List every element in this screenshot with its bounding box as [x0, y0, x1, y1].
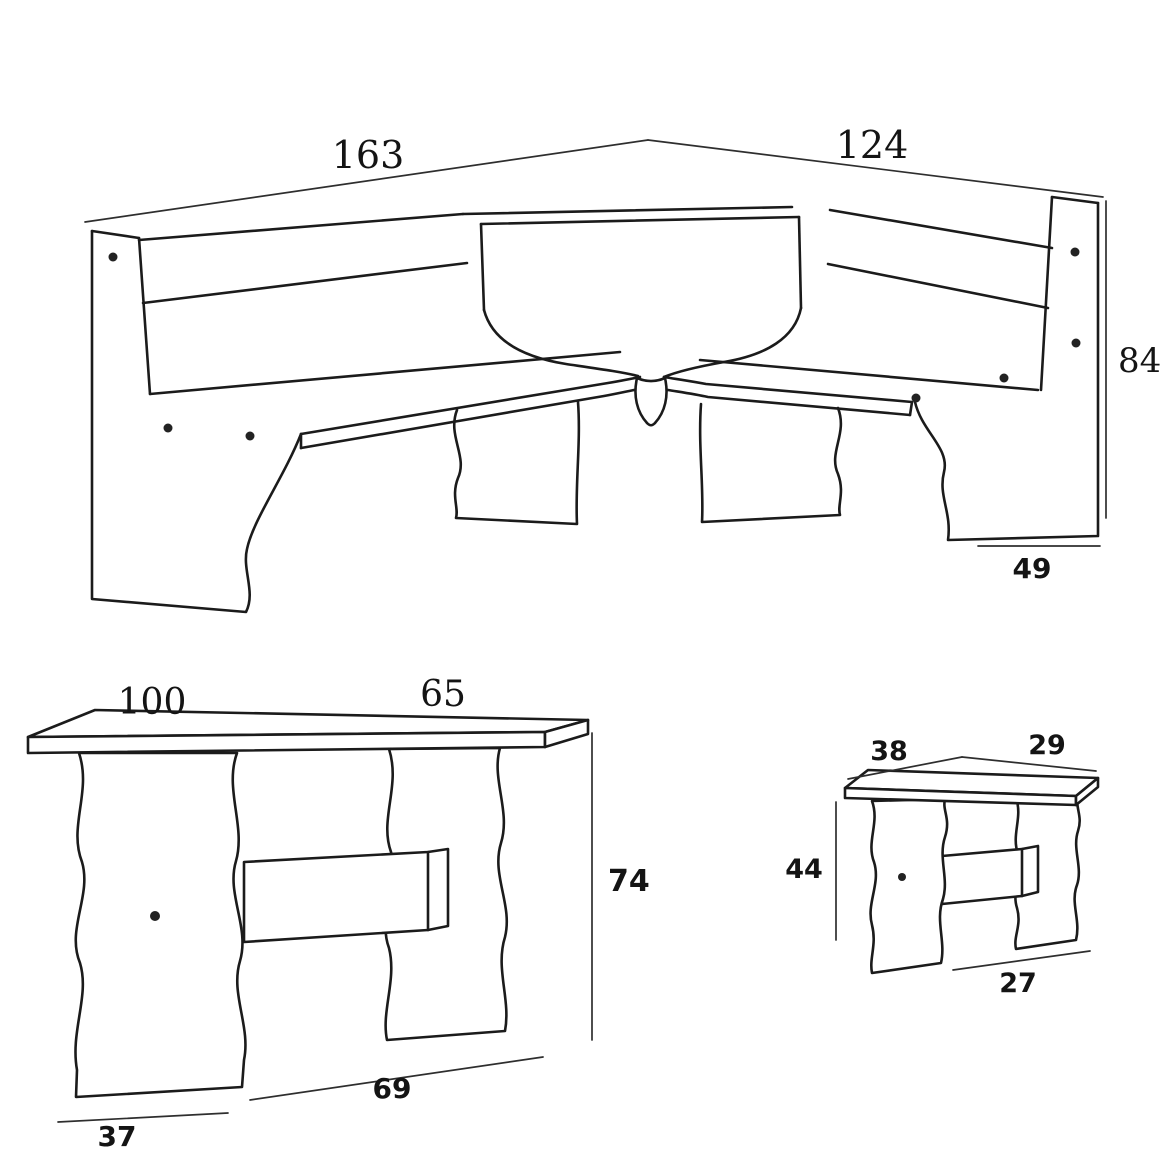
bench-left-seat-face-bottom — [299, 388, 636, 450]
bench-center-tongue-top — [635, 376, 667, 383]
screw-dot — [150, 911, 160, 921]
bench-center-tongue-right — [653, 376, 668, 425]
bench-left-rail-top-edge — [137, 212, 465, 242]
bench-corner-right-curve — [662, 306, 803, 379]
table-top-end-face — [543, 718, 590, 749]
bench-corner-right-edge — [797, 215, 803, 310]
stool-stretcher — [940, 844, 1040, 906]
bench-right-seat-front-edge — [662, 375, 914, 404]
screw-dot — [1071, 338, 1081, 348]
stool-drawing: 38 29 44 27 — [785, 730, 1100, 999]
bench-right-seat-back-edge — [698, 358, 1040, 392]
bench-center-tongue-left — [634, 376, 649, 425]
bench-right-panel-outline — [913, 201, 1100, 542]
table-left-leg — [74, 751, 247, 1099]
bench-height-label: 84 — [1118, 341, 1161, 381]
screw-dot — [163, 423, 173, 433]
table-base-span-label: 69 — [373, 1072, 412, 1105]
dimension-line-left-length — [84, 139, 649, 223]
screw-dot — [108, 252, 118, 262]
stool-height-label: 44 — [785, 854, 823, 885]
dimension-line-stool-width — [961, 756, 1097, 772]
bench-right-rail-top-edge — [828, 208, 1054, 250]
stool-left-leg — [869, 797, 949, 975]
dimension-line-table-base-span — [249, 1056, 544, 1101]
dimension-line-stool-base-span — [952, 950, 1091, 971]
bench-left-panel-top-edge — [90, 229, 141, 240]
corner-bench-drawing: 163 124 84 49 — [84, 123, 1161, 614]
bench-corner-left-edge — [479, 222, 486, 312]
bench-left-seat-front-edge — [299, 375, 642, 436]
screw-dot — [245, 431, 255, 441]
stool-width-label: 29 — [1028, 730, 1066, 761]
bench-right-length-label: 124 — [836, 123, 909, 167]
bench-corner-top-outer-edge — [461, 205, 794, 216]
bench-corner-left-curve — [482, 308, 640, 378]
bench-left-panel-outline — [90, 229, 303, 614]
bench-left-inner-leg — [452, 400, 581, 526]
dimension-line-stool-length — [847, 756, 963, 780]
bench-center-tongue-bottom — [645, 421, 657, 427]
bench-left-rail-bottom-edge — [141, 261, 469, 305]
bench-left-panel-front-edge — [137, 236, 152, 396]
table-drawing: 100 65 74 69 37 — [26, 674, 650, 1153]
bench-right-rail-bottom-edge — [826, 262, 1050, 310]
bench-right-inner-leg — [698, 402, 843, 524]
bench-right-seat-face-end — [908, 400, 914, 417]
stool-length-label: 38 — [870, 736, 908, 767]
screw-dot — [911, 393, 921, 403]
stool-top-end-face — [1074, 776, 1100, 807]
screw-dot — [999, 373, 1009, 383]
dimension-line-right-length — [647, 139, 1104, 198]
bench-side-depth-label: 49 — [1013, 552, 1052, 585]
bench-left-seat-back-edge — [148, 350, 622, 396]
bench-right-panel-front-edge — [1039, 195, 1054, 392]
bench-right-panel-top-edge — [1050, 195, 1100, 205]
bench-left-length-label: 163 — [332, 133, 405, 177]
table-width-label: 65 — [420, 674, 466, 715]
screw-dot — [898, 873, 906, 881]
stool-base-span-label: 27 — [999, 968, 1037, 999]
table-leg-width-label: 37 — [98, 1120, 137, 1153]
bench-corner-top-inner-edge — [479, 215, 801, 226]
table-length-label: 100 — [118, 682, 187, 723]
table-stretcher — [242, 847, 450, 944]
bench-right-seat-face-bottom — [666, 388, 912, 417]
dimension-line-table-leg-width — [57, 1112, 229, 1123]
table-height-label: 74 — [608, 864, 650, 899]
screw-dot — [1070, 247, 1080, 257]
